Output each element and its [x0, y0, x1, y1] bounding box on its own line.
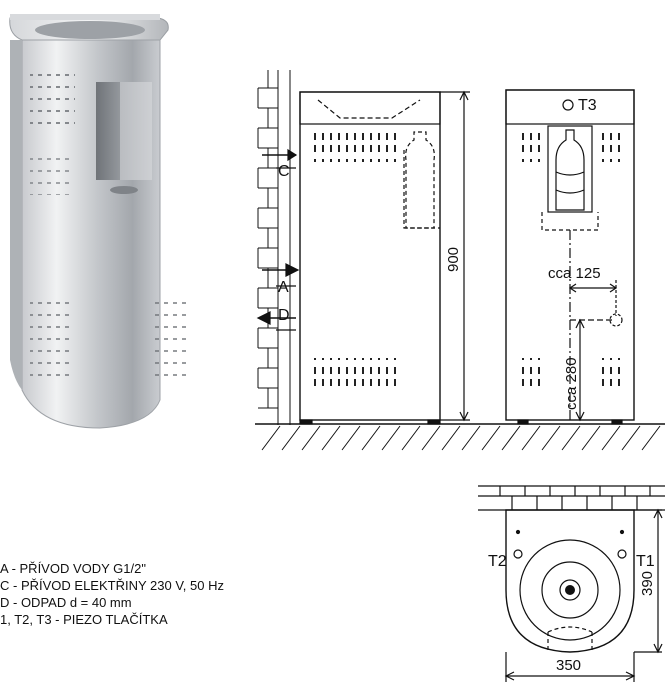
legend-item-d: D - ODPAD d = 40 mm: [0, 595, 132, 610]
legend-item-a: A - PŘÍVOD VODY G1/2": [0, 561, 146, 576]
button-t3-icon: [562, 99, 574, 111]
legend-item-t: 1, T2, T3 - PIEZO TLAČÍTKA: [0, 612, 168, 627]
fountain-photo: [9, 14, 186, 429]
legend-item-c: C - PŘÍVOD ELEKTŘINY 230 V, 50 Hz: [0, 578, 224, 593]
label-t3: T3: [578, 97, 597, 114]
label-t1: T1: [636, 553, 655, 570]
dim-cca125: cca 125: [548, 265, 601, 282]
button-t2-icon: [513, 549, 523, 559]
brick-wall-side: [257, 70, 291, 425]
label-c: C: [278, 163, 290, 180]
button-t1-icon: [617, 549, 627, 559]
dim-depth: 390: [639, 571, 656, 596]
dim-cca280: cca 280: [563, 357, 580, 410]
front-view: [505, 89, 635, 425]
label-d: D: [278, 307, 290, 324]
dim-width: 350: [556, 657, 581, 674]
label-a: A: [278, 279, 289, 296]
legend: A - PŘÍVOD VODY G1/2" C - PŘÍVOD ELEKTŘI…: [0, 560, 224, 628]
dim-height: 900: [445, 247, 462, 272]
top-view: [478, 485, 665, 682]
label-t2: T2: [488, 553, 507, 570]
side-view: [255, 70, 665, 451]
